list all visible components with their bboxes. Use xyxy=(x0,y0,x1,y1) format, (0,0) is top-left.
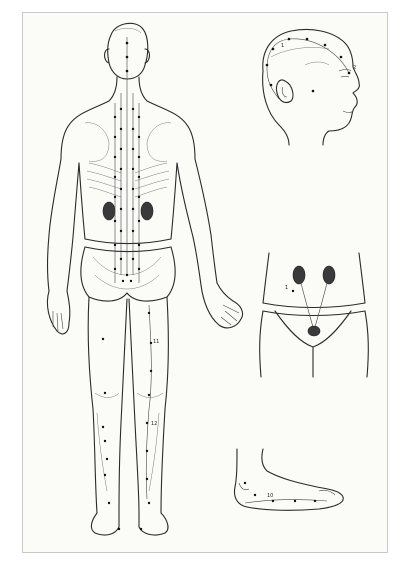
svg-text:11: 11 xyxy=(153,339,159,345)
head-side-view: 1 2 xyxy=(263,30,360,146)
svg-text:2: 2 xyxy=(353,65,356,71)
back-view-figure xyxy=(47,23,242,535)
foot-side-view: 10 xyxy=(235,449,344,510)
right-kidney xyxy=(141,202,153,220)
svg-text:10: 10 xyxy=(267,493,273,499)
svg-text:12: 12 xyxy=(151,421,157,427)
svg-text:1: 1 xyxy=(285,285,288,291)
illustration-plate: 11 12 xyxy=(22,12,388,553)
abdomen-front-view: 1 xyxy=(260,253,369,377)
left-kidney xyxy=(103,202,115,220)
spine-meridian-points xyxy=(114,37,140,283)
meridian-illustration: 11 12 xyxy=(23,13,387,552)
svg-text:1: 1 xyxy=(281,43,284,49)
